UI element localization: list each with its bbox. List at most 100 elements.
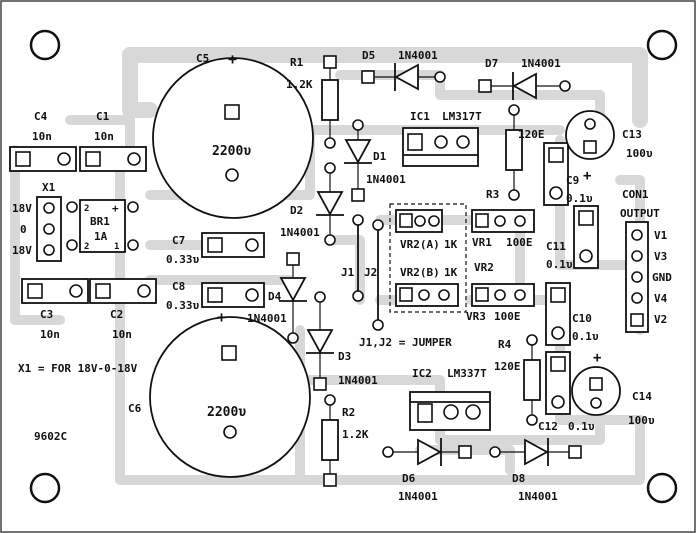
bridge-rectifier-br1: 2 + 2 1 BR1 1A [66, 199, 139, 253]
svg-text:100E: 100E [494, 310, 521, 323]
svg-text:1N4001: 1N4001 [398, 490, 438, 503]
svg-text:VR3: VR3 [466, 310, 486, 323]
diode-d4: D4 1N4001 [247, 252, 307, 344]
svg-text:0.33υ: 0.33υ [166, 299, 199, 312]
note-x1: X1 = FOR 18V-0-18V [18, 362, 138, 375]
svg-text:1N4001: 1N4001 [366, 173, 406, 186]
capacitor-c12: C12 0.1υ [538, 351, 595, 433]
svg-text:C11: C11 [546, 240, 566, 253]
capacitor-c14: + C14 100υ [571, 350, 655, 427]
capacitor-c1: C1 10n [79, 110, 147, 172]
svg-text:D8: D8 [512, 472, 525, 485]
svg-text:D1: D1 [373, 150, 387, 163]
svg-text:0.1υ: 0.1υ [566, 192, 593, 205]
svg-text:OUTPUT: OUTPUT [620, 207, 660, 220]
capacitor-c5: C5 + 2200υ [152, 50, 314, 219]
svg-text:CON1: CON1 [622, 188, 649, 201]
output-connector-con1: CON1 OUTPUT V1 V3 GND V4 V2 [620, 188, 672, 333]
svg-text:D6: D6 [402, 472, 416, 485]
svg-text:V4: V4 [654, 292, 668, 305]
diode-d6: D6 1N4001 [382, 438, 472, 503]
capacitor-c4: C4 10n [9, 110, 77, 172]
svg-text:D7: D7 [485, 57, 498, 70]
svg-text:C3: C3 [40, 308, 53, 321]
svg-text:1N4001: 1N4001 [280, 226, 320, 239]
transformer-connector-x1: X1 18V 0 18V [12, 181, 62, 262]
capacitor-c3: C3 10n [21, 278, 89, 341]
capacitor-c10: C10 0.1υ [545, 282, 599, 346]
svg-text:C8: C8 [172, 280, 185, 293]
svg-text:C13: C13 [622, 128, 642, 141]
svg-text:+: + [217, 308, 226, 326]
svg-text:C7: C7 [172, 234, 185, 247]
svg-text:0.1υ: 0.1υ [568, 420, 595, 433]
resistor-r3: 120E R3 [486, 104, 545, 201]
diode-d1: D1 1N4001 [344, 119, 406, 202]
regulator-ic2: IC2 LM337T [409, 367, 491, 431]
preset-vr1: VR1 100E [471, 209, 535, 249]
capacitor-c6: + C6 2200υ [128, 308, 311, 478]
diode-d8: D8 1N4001 [489, 438, 582, 503]
capacitor-c9: C9 0.1υ [543, 142, 593, 206]
svg-text:V2: V2 [654, 313, 667, 326]
svg-text:10n: 10n [32, 130, 52, 143]
capacitor-c11: C11 0.1υ [546, 205, 599, 271]
svg-text:LM337T: LM337T [447, 367, 487, 380]
svg-text:120E: 120E [494, 360, 521, 373]
svg-text:C9: C9 [566, 174, 579, 187]
resistor-r2: R2 1.2K [321, 394, 369, 487]
svg-text:100E: 100E [506, 236, 533, 249]
mounting-hole-bottom-right [646, 472, 678, 504]
svg-text:+: + [593, 350, 601, 366]
svg-text:R4: R4 [498, 338, 512, 351]
svg-text:18V: 18V [12, 244, 32, 257]
svg-text:IC2: IC2 [412, 367, 432, 380]
svg-text:VR2(A): VR2(A) [400, 238, 440, 251]
preset-group-vr2: VR2 [389, 203, 494, 313]
svg-text:1.2K: 1.2K [286, 78, 313, 91]
diode-d2: D2 1N4001 [280, 162, 344, 246]
svg-text:D4: D4 [268, 290, 282, 303]
preset-vr3: VR3 100E [466, 283, 535, 323]
svg-text:VR2(B): VR2(B) [400, 266, 440, 279]
svg-text:1K: 1K [444, 266, 458, 279]
svg-text:0: 0 [20, 223, 27, 236]
svg-text:VR1: VR1 [472, 236, 492, 249]
svg-text:1N4001: 1N4001 [521, 57, 561, 70]
svg-text:2200υ: 2200υ [212, 144, 251, 159]
capacitor-c8: C8 0.33υ [166, 280, 265, 312]
capacitor-c7: C7 0.33υ [166, 232, 265, 266]
svg-text:J2: J2 [364, 266, 377, 279]
mounting-hole-top-right [646, 29, 678, 61]
svg-text:+: + [112, 202, 119, 215]
svg-text:X1: X1 [42, 181, 56, 194]
svg-text:1N4001: 1N4001 [247, 312, 287, 325]
svg-text:10n: 10n [112, 328, 132, 341]
svg-text:C10: C10 [572, 312, 592, 325]
capacitor-c13: + C13 100υ [565, 110, 653, 184]
svg-text:1K: 1K [444, 238, 458, 251]
svg-text:1: 1 [114, 242, 119, 252]
svg-text:2200υ: 2200υ [207, 405, 246, 420]
preset-vr2a: VR2(A) 1K [395, 209, 458, 251]
svg-text:C12: C12 [538, 420, 558, 433]
svg-text:R2: R2 [342, 406, 355, 419]
jumper-j1: J1 [341, 214, 364, 302]
svg-text:0.1υ: 0.1υ [546, 258, 573, 271]
svg-text:0.33υ: 0.33υ [166, 253, 199, 266]
resistor-r4: R4 120E [494, 334, 541, 426]
svg-text:V1: V1 [654, 229, 668, 242]
svg-text:R3: R3 [486, 188, 499, 201]
svg-text:+: + [583, 168, 591, 184]
svg-text:C14: C14 [632, 390, 652, 403]
svg-text:120E: 120E [518, 128, 545, 141]
svg-text:C2: C2 [110, 308, 123, 321]
regulator-ic1: IC1 LM317T [402, 110, 482, 167]
svg-text:C5: C5 [196, 52, 209, 65]
svg-text:R1: R1 [290, 56, 304, 69]
svg-text:D3: D3 [338, 350, 351, 363]
svg-text:2: 2 [84, 204, 89, 214]
svg-text:V3: V3 [654, 250, 667, 263]
mounting-hole-bottom-left [29, 472, 61, 504]
